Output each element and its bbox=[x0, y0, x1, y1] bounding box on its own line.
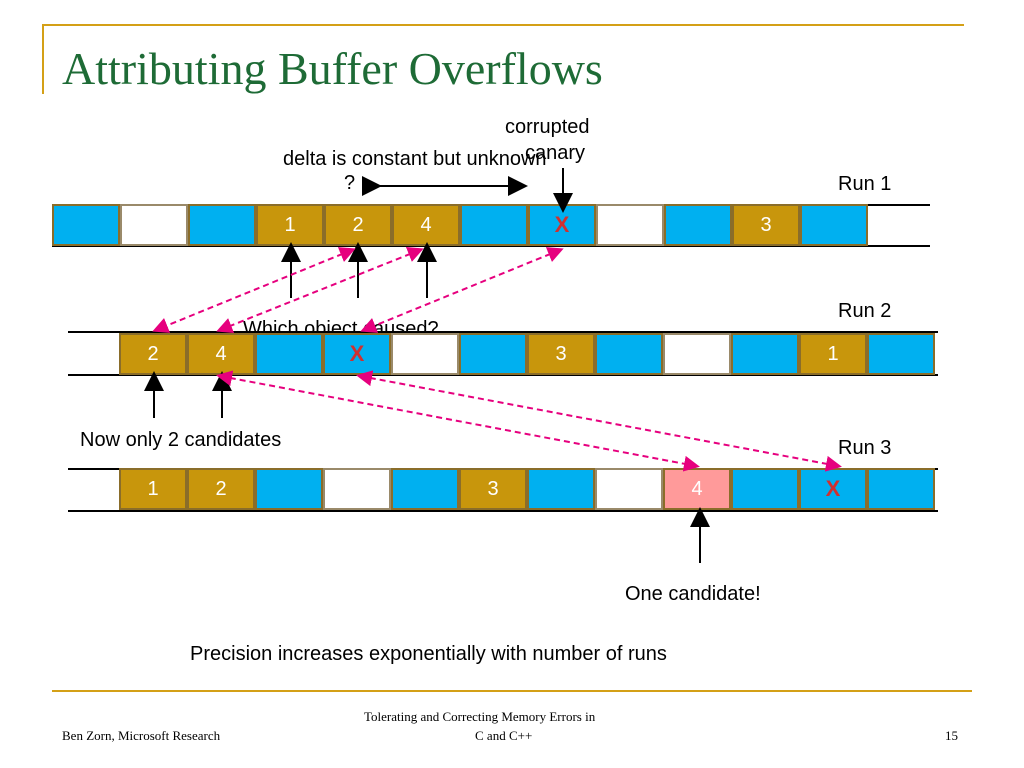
free-slot-cell bbox=[323, 468, 391, 510]
heap-slot-cell bbox=[188, 204, 256, 246]
run3-label: Run 3 bbox=[838, 437, 892, 459]
heap-slot-cell bbox=[595, 333, 663, 375]
top-rule bbox=[42, 24, 964, 26]
left-rule bbox=[42, 24, 44, 94]
heap-slot-cell bbox=[52, 204, 120, 246]
free-slot-cell bbox=[596, 204, 664, 246]
object-cell-4: 4 bbox=[392, 204, 460, 246]
canary-cell: X bbox=[799, 468, 867, 510]
object-cell-4: 4 bbox=[187, 333, 255, 375]
heap-slot-cell bbox=[731, 333, 799, 375]
heap-slot-cell bbox=[664, 204, 732, 246]
footer-subtitle-line1: Tolerating and Correcting Memory Errors … bbox=[364, 709, 596, 724]
question-mark: ? bbox=[344, 172, 356, 194]
heap-slot-cell bbox=[391, 468, 459, 510]
map-4-run2-run3 bbox=[216, 370, 700, 472]
canary-label: canary bbox=[525, 142, 586, 164]
page-number: 15 bbox=[945, 728, 958, 743]
heap-slot-cell bbox=[459, 333, 527, 375]
slide-title: Attributing Buffer Overflows bbox=[62, 43, 603, 94]
free-slot-cell bbox=[391, 333, 459, 375]
object-cell-1: 1 bbox=[256, 204, 324, 246]
heap-slot-cell bbox=[867, 468, 935, 510]
corrupted-label: corrupted bbox=[505, 116, 590, 138]
map-x-run1-run2 bbox=[360, 247, 564, 333]
precision-label: Precision increases exponentially with n… bbox=[190, 643, 667, 665]
object-cell-3: 3 bbox=[732, 204, 800, 246]
heap-slot-cell bbox=[255, 468, 323, 510]
footer-subtitle-line2: C and C++ bbox=[475, 728, 533, 743]
footer-author: Ben Zorn, Microsoft Research bbox=[62, 728, 221, 743]
heap-slot-cell bbox=[460, 204, 528, 246]
delta-label: delta is constant but unknown bbox=[283, 148, 547, 170]
free-slot-cell bbox=[595, 468, 663, 510]
object-cell-4: 4 bbox=[663, 468, 731, 510]
map-x-run2-run3 bbox=[356, 370, 842, 472]
run1-label: Run 1 bbox=[838, 173, 892, 195]
object-cell-1: 1 bbox=[799, 333, 867, 375]
run2-label: Run 2 bbox=[838, 300, 892, 322]
bottom-rule bbox=[52, 690, 972, 692]
object-cell-1: 1 bbox=[119, 468, 187, 510]
heap-slot-cell bbox=[867, 333, 935, 375]
heap-slot-cell bbox=[800, 204, 868, 246]
one-candidate-label: One candidate! bbox=[625, 583, 761, 605]
free-slot-cell bbox=[120, 204, 188, 246]
